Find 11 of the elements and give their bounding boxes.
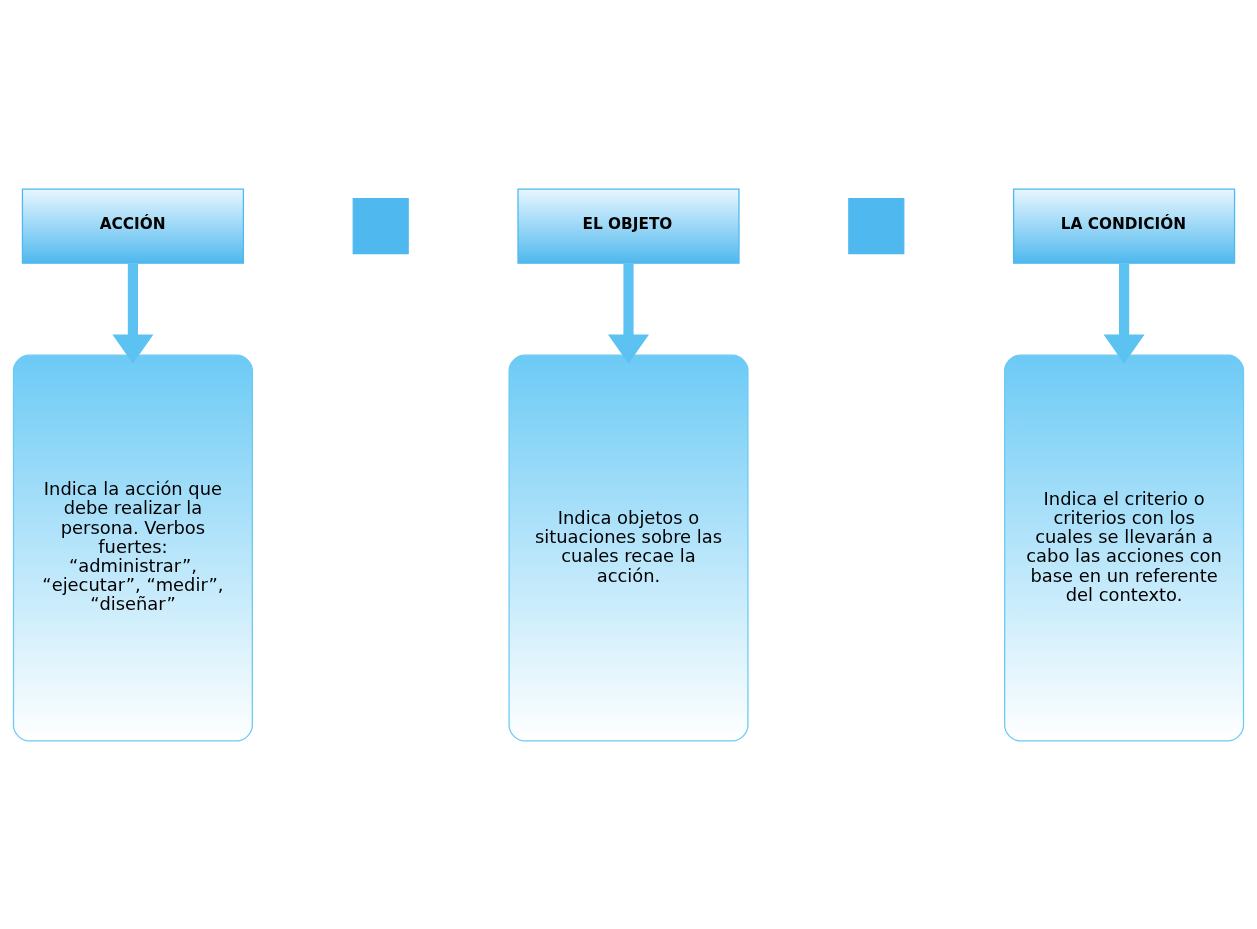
arrow (607, 262, 650, 364)
arrow (112, 262, 154, 364)
node-box: LA CONDICIÓN (1012, 187, 1236, 264)
node-box: ACCIÓN (21, 187, 245, 264)
node-box: Indica la acción que debe realizar la persona. Verbos fuertes: “administrar”, “ejecutar”, “medir”, “diseñar” (12, 354, 253, 742)
node-plus (352, 197, 409, 254)
arrow (1103, 262, 1145, 364)
node-plus (848, 197, 905, 254)
node-box: Indica objetos o situaciones sobre las cuales recae la acción. (508, 354, 749, 742)
node-box: EL OBJETO (517, 187, 740, 264)
node-box: Indica el criterio o criterios con los cuales se llevarán a cabo las acciones con base en un referente del contexto. (1004, 354, 1245, 742)
